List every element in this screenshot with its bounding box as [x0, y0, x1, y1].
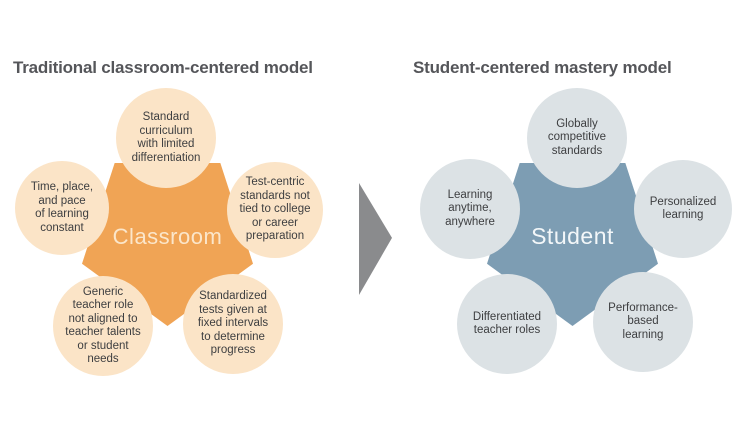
student-center-label: Student	[531, 223, 614, 249]
node-test-centric-standards: Test-centric standards not tied to colle…	[227, 162, 323, 258]
node-differentiated-teacher: Differentiated teacher roles	[457, 274, 557, 374]
node-standard-curriculum-label: Standard curriculum with limited differe…	[131, 111, 201, 164]
node-test-centric-standards-label: Test-centric standards not tied to colle…	[239, 176, 311, 243]
transition-arrow-icon	[359, 183, 392, 295]
node-standardized-tests-label: Standardized tests given at fixed interv…	[197, 290, 269, 357]
node-time-place-pace-label: Time, place, and pace of learning consta…	[30, 181, 94, 234]
node-time-place-pace: Time, place, and pace of learning consta…	[15, 161, 109, 255]
node-personalized-learning: Personalized learning	[634, 160, 732, 258]
node-learning-anytime-label: Learning anytime, anywhere	[445, 188, 495, 228]
node-generic-teacher-role: Generic teacher role not aligned to teac…	[53, 276, 153, 376]
node-performance-based-label: Performance- based learning	[608, 301, 678, 341]
right-diagram-title: Student-centered mastery model	[413, 58, 672, 77]
node-learning-anytime: Learning anytime, anywhere	[420, 159, 520, 259]
node-performance-based: Performance- based learning	[593, 272, 693, 372]
node-generic-teacher-role-label: Generic teacher role not aligned to teac…	[65, 285, 141, 366]
node-personalized-learning-label: Personalized learning	[649, 195, 717, 222]
classroom-center-label: Classroom	[112, 224, 223, 249]
node-globally-competitive-label: Globally competitive standards	[547, 117, 607, 157]
node-standard-curriculum: Standard curriculum with limited differe…	[116, 88, 216, 188]
node-globally-competitive: Globally competitive standards	[527, 88, 627, 188]
left-diagram-title: Traditional classroom-centered model	[13, 58, 313, 77]
node-standardized-tests: Standardized tests given at fixed interv…	[183, 274, 283, 374]
node-differentiated-teacher-label: Differentiated teacher roles	[472, 310, 542, 337]
